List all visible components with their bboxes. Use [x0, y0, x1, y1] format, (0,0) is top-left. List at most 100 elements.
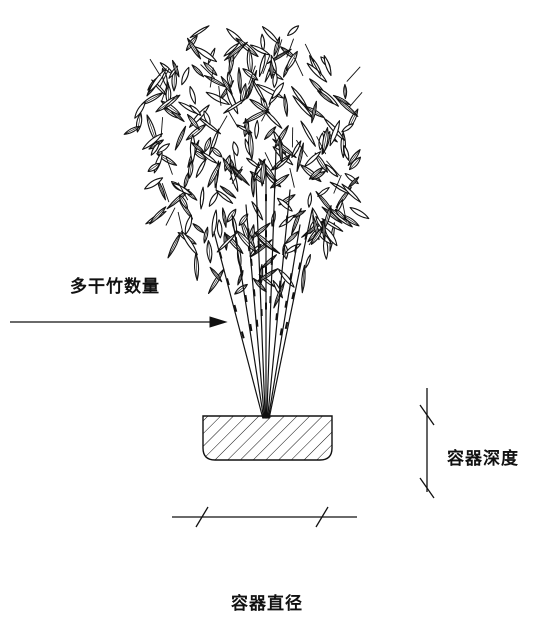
stem-node: [275, 313, 279, 321]
bamboo-twig: [177, 182, 189, 201]
stem-node: [249, 323, 253, 332]
leaf-midrib: [167, 232, 181, 259]
leaf-midrib: [204, 75, 227, 88]
leaf-midrib: [179, 195, 188, 209]
bamboo-leaf: [142, 133, 163, 150]
stem-node: [291, 292, 295, 300]
stem-node: [240, 331, 245, 339]
leaf-midrib: [236, 230, 257, 253]
leaf-midrib: [192, 223, 205, 234]
stem-node: [294, 245, 298, 253]
bamboo-twig: [333, 174, 342, 194]
bamboo-leaf: [205, 91, 230, 106]
bamboo-twig: [311, 58, 322, 77]
leaf-midrib: [149, 206, 167, 225]
leaf-midrib: [237, 270, 244, 286]
bamboo-leaf: [246, 157, 260, 169]
leaf-midrib: [155, 94, 181, 113]
leaf-midrib: [249, 130, 253, 160]
bamboo-stem: [267, 224, 301, 419]
bamboo-twig: [233, 150, 237, 171]
stem-node: [282, 248, 285, 256]
leaf-midrib: [191, 142, 205, 153]
bamboo-leaf: [203, 110, 211, 126]
leaf-midrib: [203, 61, 218, 76]
leaf-midrib: [238, 67, 241, 94]
bamboo-leaf: [251, 79, 266, 103]
leaf-midrib: [322, 219, 325, 242]
leaf-midrib: [187, 114, 200, 130]
leaf-midrib: [347, 149, 361, 166]
bamboo-twig: [227, 84, 236, 104]
leaf-midrib: [302, 265, 305, 293]
bamboo-leaf: [317, 186, 330, 197]
stem-node: [284, 300, 288, 308]
bamboo-leaf: [349, 207, 370, 220]
bamboo-leaf: [189, 85, 196, 105]
bamboo-twig: [209, 67, 214, 88]
bamboo-leaf: [249, 44, 271, 56]
leaf-midrib: [189, 160, 193, 179]
bamboo-twig: [293, 57, 304, 77]
bamboo-twig: [215, 170, 219, 191]
bamboo-leaf: [323, 55, 332, 77]
bamboo-twig: [316, 136, 327, 155]
leaf-midrib: [227, 72, 232, 88]
leaf-midrib: [296, 143, 304, 172]
leaf-midrib: [211, 147, 223, 158]
leaf-midrib: [186, 124, 207, 141]
leaf-midrib: [311, 228, 323, 245]
bamboo-twig: [149, 58, 161, 77]
bamboo-leaf: [287, 25, 300, 37]
leaf-midrib: [322, 127, 328, 154]
bamboo-twig: [264, 152, 275, 171]
bamboo-leaf: [189, 134, 196, 164]
leaf-midrib: [242, 68, 258, 81]
container-diameter-label: 容器直径: [231, 594, 303, 614]
bamboo-leaf: [189, 104, 202, 116]
leaf-midrib: [333, 95, 351, 106]
leaf-midrib: [335, 209, 346, 221]
stem-node: [250, 258, 253, 266]
leaf-midrib: [220, 185, 236, 199]
bamboo-twig: [231, 166, 243, 184]
bamboo-leaf: [208, 191, 219, 207]
bamboo-leaf: [261, 26, 280, 45]
bamboo-leaf: [254, 119, 260, 140]
diameter-dimension-line: [172, 506, 357, 528]
bamboo-leaf: [215, 189, 234, 204]
leaf-midrib: [208, 268, 225, 294]
bamboo-leaf: [341, 183, 362, 203]
bamboo-twig: [326, 160, 340, 177]
bamboo-twig: [296, 139, 308, 157]
stem-node: [289, 273, 293, 281]
bamboo-stem: [266, 149, 277, 419]
bamboo-foliage: [123, 25, 370, 309]
leaf-midrib: [184, 172, 189, 189]
stem-node: [252, 289, 256, 297]
bamboo-leaf: [223, 98, 247, 114]
leaf-midrib: [172, 60, 180, 77]
bamboo-leaf: [291, 140, 302, 158]
stem-node: [247, 228, 250, 236]
stem-node: [279, 328, 283, 336]
leaf-midrib: [252, 174, 254, 197]
bamboo-leaf: [197, 116, 222, 135]
leaf-midrib: [187, 38, 201, 60]
bamboo-stem: [213, 231, 264, 419]
leaf-midrib: [258, 158, 277, 182]
bamboo-leaf: [150, 141, 160, 156]
bamboo-stem: [245, 204, 265, 419]
leaf-midrib: [336, 97, 358, 117]
bamboo-stems: [213, 149, 313, 419]
bamboo-leaf: [199, 186, 205, 210]
bamboo-twig: [165, 155, 173, 175]
bamboo-leaf: [244, 138, 251, 156]
bamboo-twig: [161, 183, 170, 203]
leaf-midrib: [274, 125, 289, 149]
leaf-midrib: [264, 126, 277, 140]
bamboo-leaf: [194, 46, 218, 63]
bamboo-twig: [348, 92, 363, 108]
bamboo-stem: [255, 179, 266, 419]
